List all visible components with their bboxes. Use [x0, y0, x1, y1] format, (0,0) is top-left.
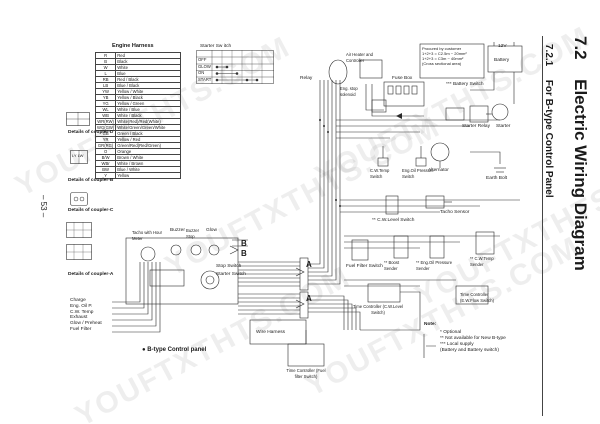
air-heater-label: Air Heater and Controller: [346, 52, 373, 63]
indicator-glow: Glow / Preheat: [70, 321, 102, 327]
heading-rule: [542, 36, 543, 416]
cw-temp-sender-text: C.W.Temp Sender: [470, 256, 494, 267]
buzzer-stop-label: Buzzer Stop: [186, 228, 200, 239]
position-off: OFF: [198, 57, 207, 62]
oil-pressure-sender-label: ** Eng.Oil Pressure Sender: [416, 260, 453, 271]
boost-sender-text: Boost Sender: [384, 260, 400, 271]
coupler-b-pin: LW: [77, 153, 84, 158]
alternator-label: Alternator: [428, 168, 449, 173]
indicator-oil: Eng. Oil P.: [70, 303, 93, 309]
starter-switch-title: Starter Sw itch: [200, 44, 232, 49]
note-item: (Battery and Battery switch): [440, 348, 499, 353]
coupler-b-pins: LY LW: [72, 153, 83, 159]
coupler-c-label: Details of coupler-C: [68, 208, 114, 213]
connector-b-marker: B: [241, 239, 247, 248]
tacho-sensor-label: Tacho Sensor: [440, 210, 470, 215]
coupler-b-graphic: [70, 150, 88, 164]
position-glow: GLOW: [198, 63, 211, 69]
battery-label: Battery: [494, 58, 510, 63]
engine-stop-label: Eng. stop solenoid: [340, 86, 358, 97]
stop-switch-label: Stop Switch: [216, 264, 242, 269]
coupler-a-label: Details of coupler-A: [68, 272, 114, 277]
time-controller-bottom-label: Time Controller (Fuel filter Switch): [286, 368, 326, 379]
legend-code: Y: [94, 172, 117, 179]
indicator-labels: Charge Eng. Oil P. C.W. Temp Exhaust Glo…: [70, 298, 102, 333]
starter-switch-label: Starter Switch: [216, 272, 246, 277]
coupler-d-graphic: [66, 112, 90, 126]
indicator-temp: C.W. Temp: [70, 309, 94, 315]
relay-label: Relay: [300, 76, 313, 81]
indicator-charge: Charge: [70, 298, 86, 303]
customer-box-label: Procured by customer 1+2+3 = C2.5m ~ 20m…: [422, 46, 467, 66]
cw-level-switch-text: C.W.Level Switch: [377, 218, 415, 223]
legend-color: Yellow: [115, 172, 181, 179]
battery-switch-text: Battery Switch: [452, 82, 484, 87]
coupler-b-label: Details of coupler-B: [68, 178, 114, 183]
coupler-a-graphic: [66, 222, 92, 260]
oil-pressure-switch-label: Eng.Oil Pressure Switch: [402, 168, 434, 179]
battery-switch-label: *** Battery Switch: [446, 82, 484, 87]
indicator-fuel-filter: Fuel Filter: [70, 326, 92, 332]
coupler-d-label: Details of coupler-D: [68, 130, 114, 135]
indicator-exhaust: Exhaust: [70, 315, 88, 321]
note-item: *** Local supply: [440, 342, 474, 347]
position-start: START: [198, 76, 212, 82]
connector-b-marker: B: [241, 249, 247, 258]
wire-harness-label: Wire Harness: [256, 330, 286, 335]
coupler-b-pin: LY: [72, 153, 77, 158]
note-item: ** Not available for New B-type: [440, 336, 506, 341]
buzzer-label: Buzzer: [170, 228, 185, 233]
engine-harness-title: Engine Harness: [112, 43, 154, 49]
battery-voltage: 12V: [498, 44, 507, 49]
coupler-c-graphic: [70, 192, 88, 206]
connector-a-marker: A: [306, 294, 312, 303]
fuse-box-label: Fuse Box: [392, 76, 413, 81]
time-controller-top-label: Time Controller (C.W.Level Switch): [352, 304, 404, 315]
position-on: ON: [198, 70, 205, 76]
starter-positions: OFF GLOW ON START: [198, 57, 211, 83]
earth-bolt-label: Earth Bolt: [486, 176, 508, 181]
fuel-filter-switch-label: Fuel Filter Switch: [346, 264, 383, 269]
glow-label: Glow: [206, 228, 217, 233]
cw-level-switch-label: ** C.W.Level Switch: [372, 218, 415, 223]
tacho-label: Tacho with Hour Meter: [132, 230, 163, 241]
oil-pressure-sender-text: Eng.Oil Pressure Sender: [416, 260, 453, 271]
cw-temp-sender-label: ** C.W.Temp Sender: [470, 256, 494, 267]
panel-caption-text: B-type Control panel: [147, 347, 207, 353]
cw-temp-switch-label: C.W.Temp Switch: [370, 168, 390, 179]
connector-a-marker: A: [306, 260, 312, 269]
note-item: * Optional: [440, 330, 462, 335]
starter-label: Starter: [496, 124, 511, 129]
notes-list: * Optional ** Not available for New B-ty…: [440, 330, 506, 354]
boost-sender-label: ** Boost Sender: [384, 260, 400, 271]
time-controller-right-label: Time Controller (E.W.Flow Switch): [460, 292, 494, 303]
starter-relay-label: Starter Relay: [462, 124, 490, 129]
notes-title: Note:: [424, 322, 437, 327]
starter-switch-table: [196, 50, 274, 84]
panel-caption: ● B-type Control panel: [142, 347, 207, 353]
